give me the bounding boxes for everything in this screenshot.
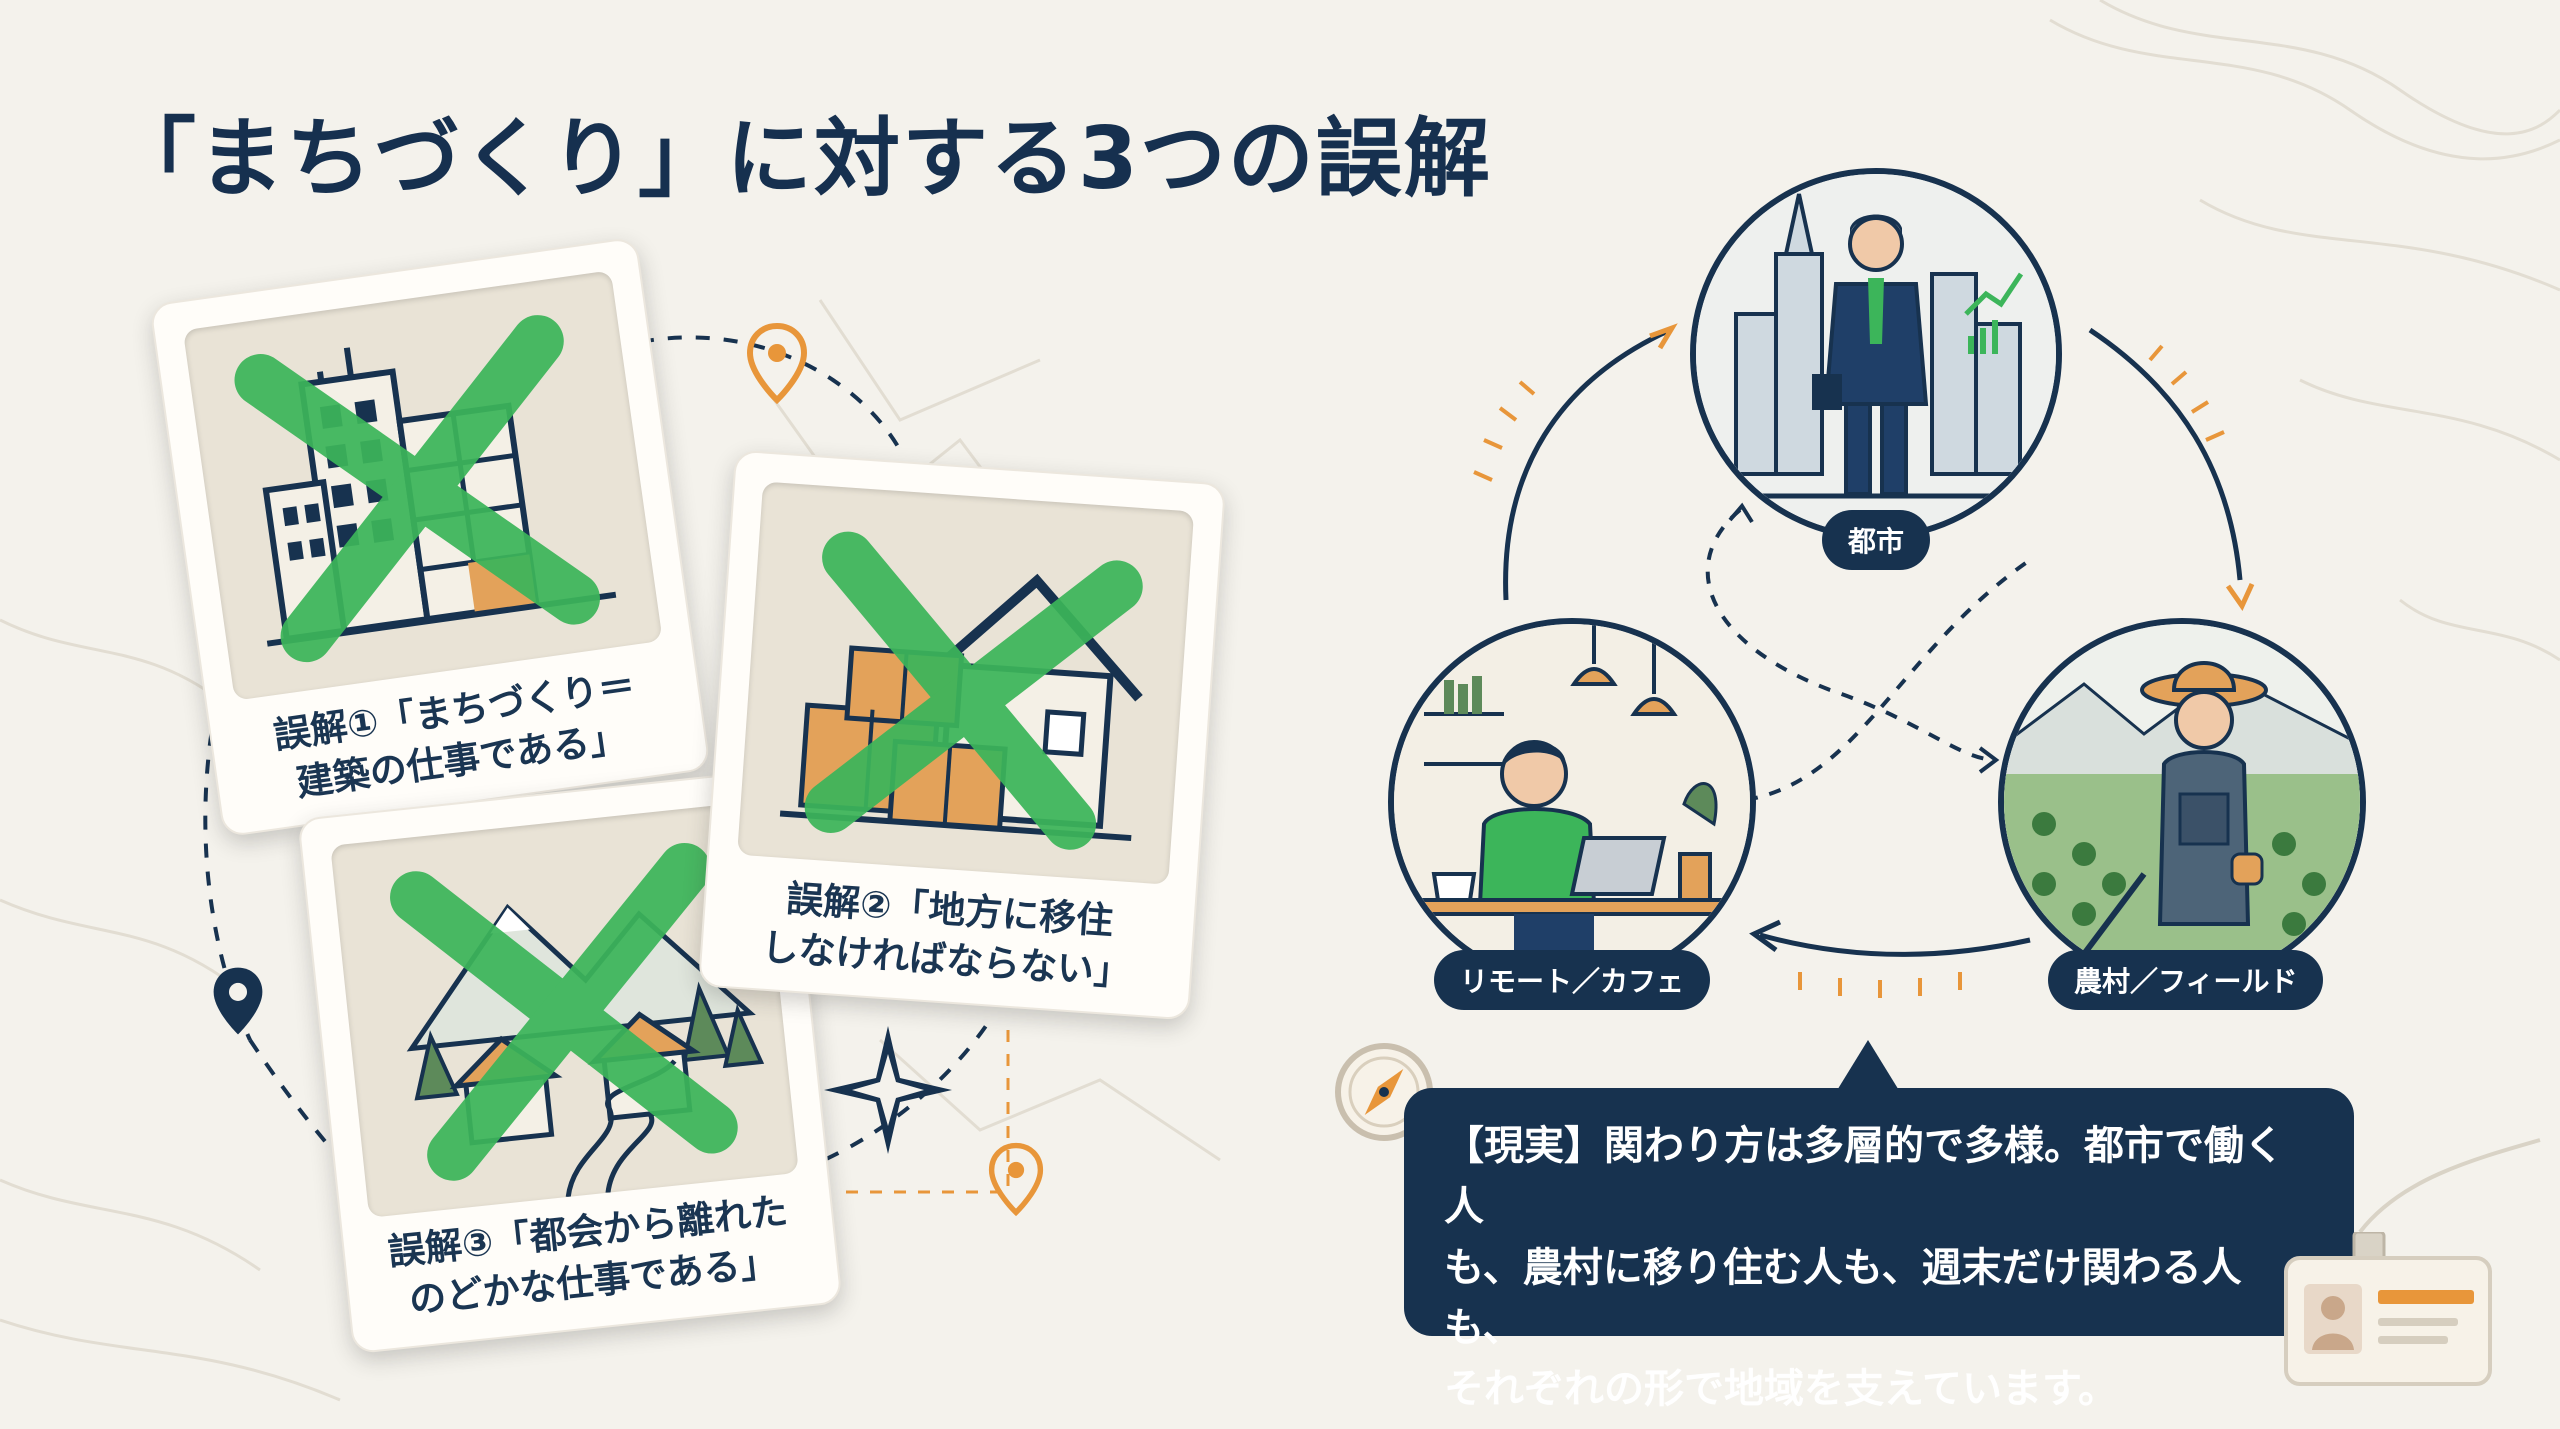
farm-node (1998, 618, 2366, 986)
reality-callout: 【現実】関わり方は多層的で多様。都市で働く人 も、農村に移り住む人も、週末だけ関… (1404, 1088, 2354, 1412)
card-illustration (737, 481, 1195, 885)
node-label-city: 都市 (1822, 510, 1931, 570)
card-illustration (330, 800, 799, 1218)
reality-line: 【現実】関わり方は多層的で多様。都市で働く人 (1444, 1123, 2284, 1230)
building-icon (234, 315, 617, 663)
city-node (1690, 168, 2062, 540)
remote-worker-cafe-icon (1394, 624, 1750, 980)
node-label-remote: リモート／カフェ (1434, 950, 1711, 1010)
remote-node (1388, 618, 1756, 986)
compass-star-icon (824, 1026, 952, 1154)
card-caption: 誤解②「地方に移住 しなければならない」 (711, 869, 1185, 1001)
house-boxes-icon (779, 531, 1143, 850)
misconception-card-2: 誤解②「地方に移住 しなければならない」 (697, 449, 1227, 1021)
misconception-card-1: 誤解①「まちづくり＝ 建築の仕事である」 (148, 236, 712, 838)
reality-line: も、農村に移り住む人も、週末だけ関わる人も、 (1444, 1244, 2242, 1352)
page-title: 「まちづくり」に対する3つの誤解 (110, 109, 1492, 209)
id-badge-icon (2284, 1232, 2492, 1386)
village-icon (390, 842, 765, 1198)
misconception-card-3: 誤解③「都会から離れた のどかな仕事である」 (297, 767, 843, 1355)
card-illustration (182, 270, 663, 701)
reality-line: それぞれの形で地域を支えています。 (1444, 1366, 2118, 1413)
map-pin-icon (213, 967, 263, 1035)
businessman-city-icon (1696, 174, 2056, 534)
farmer-field-icon (2004, 624, 2360, 980)
map-pin-icon (988, 1142, 1044, 1217)
map-pin-icon (746, 322, 808, 404)
reality-callout-pointer (1836, 1040, 1900, 1092)
node-label-farm: 農村／フィールド (2048, 950, 2324, 1010)
